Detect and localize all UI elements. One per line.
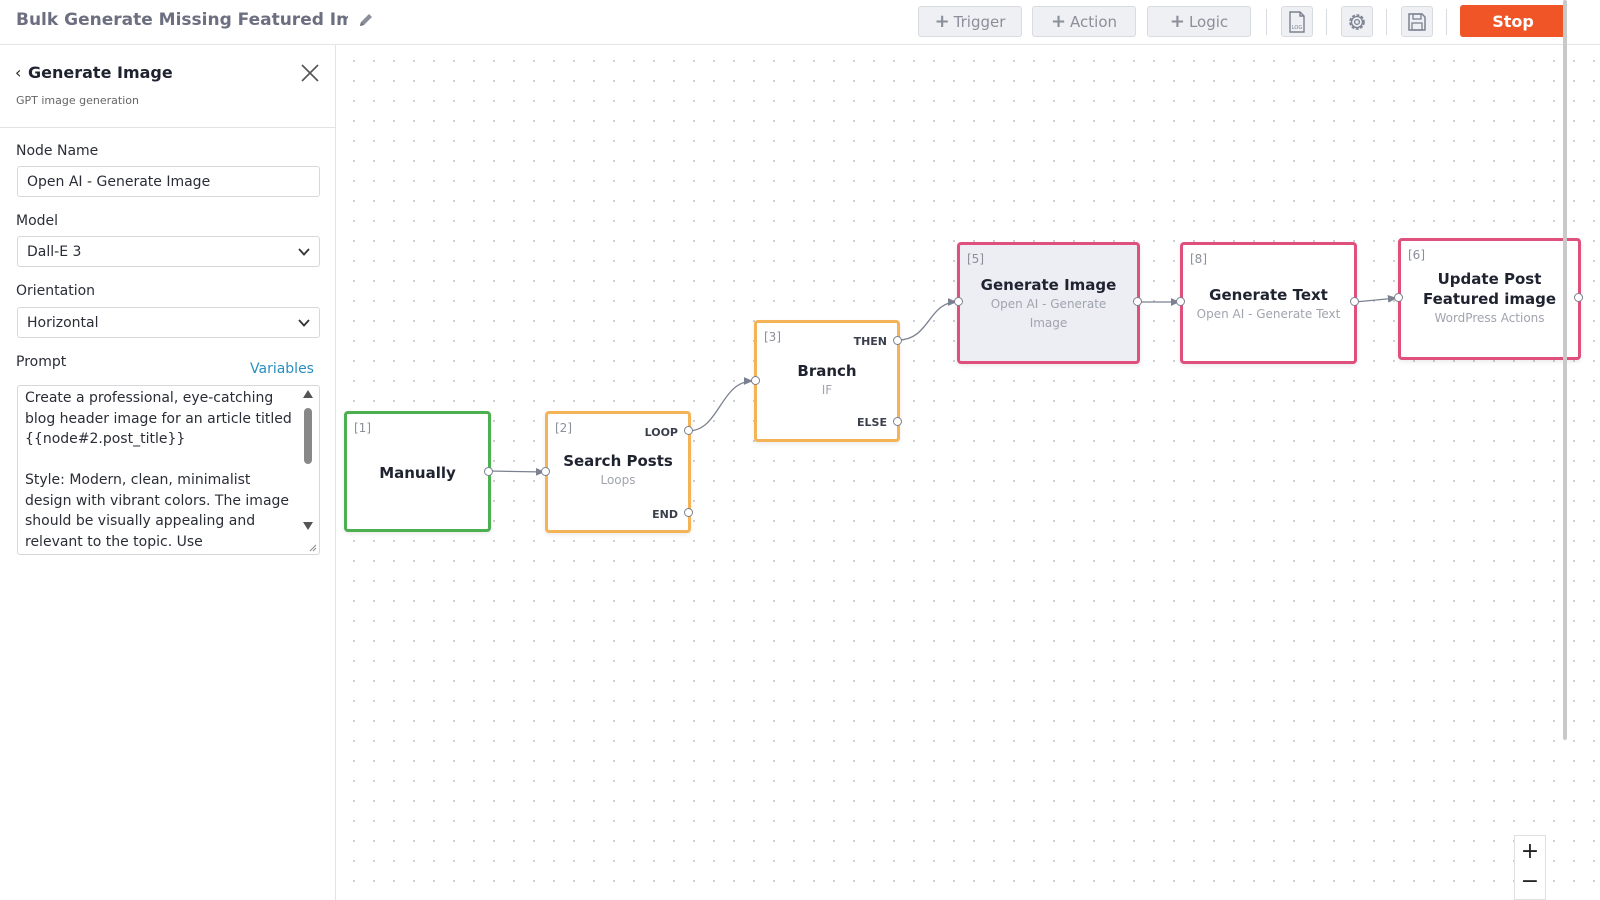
loop-port[interactable]: [684, 426, 693, 435]
add-logic-label: Logic: [1188, 12, 1229, 31]
prompt-text: Create a professional, eye-catching blog…: [25, 390, 292, 550]
prompt-textarea[interactable]: Create a professional, eye-catching blog…: [17, 385, 320, 555]
node-id: [2]: [555, 421, 572, 435]
input-port[interactable]: [541, 467, 550, 476]
workflow-title[interactable]: Bulk Generate Missing Featured Image: [16, 10, 348, 30]
output-port[interactable]: [1350, 297, 1359, 306]
node-title: Generate Image: [980, 276, 1117, 294]
input-port[interactable]: [1176, 297, 1185, 306]
back-chevron-icon[interactable]: ‹: [15, 63, 22, 82]
input-port[interactable]: [954, 297, 963, 306]
chevron-down-icon: [298, 319, 310, 327]
then-port-label: THEN: [853, 335, 887, 348]
node-title: Manually: [379, 464, 456, 482]
input-port[interactable]: [751, 376, 760, 385]
add-trigger-label: Trigger: [953, 12, 1006, 31]
loop-port-label: LOOP: [644, 426, 678, 439]
save-icon: [1408, 12, 1426, 31]
toolbar-divider: [1446, 9, 1447, 35]
panel-subtitle: GPT image generation: [16, 94, 139, 107]
scroll-down-icon[interactable]: [303, 522, 313, 530]
node-settings-panel: ‹ Generate Image GPT image generation No…: [0, 45, 336, 900]
node-id: [1]: [354, 421, 371, 435]
node-id: [3]: [764, 330, 781, 344]
end-port-label: END: [652, 508, 678, 521]
model-select[interactable]: Dall-E 3: [17, 236, 320, 267]
canvas-scrollbar[interactable]: [1563, 0, 1567, 740]
plus-icon: +: [1169, 11, 1185, 32]
add-action-button[interactable]: + Action: [1032, 6, 1136, 37]
add-logic-button[interactable]: + Logic: [1147, 6, 1251, 37]
settings-icon: [1349, 13, 1365, 30]
top-toolbar: Bulk Generate Missing Featured Image + T…: [0, 0, 1600, 45]
stop-button[interactable]: Stop: [1460, 5, 1566, 37]
orientation-label: Orientation: [16, 283, 96, 299]
model-value: Dall-E 3: [27, 243, 82, 260]
node-name-label: Node Name: [16, 143, 99, 159]
prompt-label: Prompt: [16, 354, 67, 370]
node-subtitle: Open AI - Generate Image: [990, 297, 1107, 330]
node-subtitle: WordPress Actions: [1434, 311, 1545, 325]
output-port[interactable]: [1133, 297, 1142, 306]
textarea-scrollbar[interactable]: [303, 390, 313, 530]
toolbar-divider: [1326, 9, 1327, 35]
orientation-select[interactable]: Horizontal: [17, 307, 320, 338]
node-name-input[interactable]: Open AI - Generate Image: [17, 166, 320, 197]
add-trigger-button[interactable]: + Trigger: [918, 6, 1022, 37]
orientation-value: Horizontal: [27, 314, 99, 331]
panel-header: ‹ Generate Image GPT image generation: [0, 45, 336, 128]
scroll-up-icon[interactable]: [303, 390, 313, 398]
log-icon: LOG: [1289, 10, 1305, 33]
end-port[interactable]: [684, 508, 693, 517]
node-title: Generate Text: [1209, 286, 1328, 304]
workflow-node-search-posts[interactable]: [2] LOOP Search Posts Loops END: [545, 411, 691, 533]
chevron-down-icon: [298, 248, 310, 256]
then-port[interactable]: [893, 336, 902, 345]
else-port-label: ELSE: [857, 416, 887, 429]
log-button[interactable]: LOG: [1281, 6, 1313, 37]
workflow-node-generate-image[interactable]: [5] Generate Image Open AI - Generate Im…: [957, 242, 1140, 364]
settings-button[interactable]: [1341, 6, 1373, 37]
node-subtitle: IF: [821, 383, 833, 397]
edit-icon[interactable]: [358, 12, 374, 28]
zoom-out-button[interactable]: −: [1520, 868, 1540, 894]
node-subtitle: Open AI - Generate Text: [1196, 307, 1341, 321]
variables-link[interactable]: Variables: [250, 361, 314, 377]
output-port[interactable]: [1574, 293, 1583, 302]
plus-icon: +: [934, 11, 950, 32]
node-id: [6]: [1408, 248, 1425, 262]
toolbar-divider: [1386, 9, 1387, 35]
node-subtitle: Loops: [600, 473, 636, 487]
model-label: Model: [16, 213, 59, 229]
workflow-node-update-post[interactable]: [6] Update Post Featured image WordPress…: [1398, 238, 1581, 360]
node-id: [5]: [967, 252, 984, 266]
workflow-node-branch[interactable]: [3] THEN Branch IF ELSE: [754, 320, 900, 442]
resize-grip-icon[interactable]: [307, 542, 317, 552]
input-port[interactable]: [1394, 293, 1403, 302]
svg-text:LOG: LOG: [1292, 25, 1303, 31]
node-title: Update Post Featured image: [1422, 270, 1557, 308]
plus-icon: +: [1050, 11, 1067, 32]
workflow-node-manually[interactable]: [1] Manually: [344, 411, 491, 532]
panel-title: Generate Image: [28, 63, 173, 82]
node-id: [8]: [1190, 252, 1207, 266]
zoom-in-button[interactable]: +: [1520, 838, 1540, 864]
node-title: Branch: [797, 362, 857, 380]
close-icon[interactable]: [298, 61, 322, 85]
workflow-canvas[interactable]: [336, 45, 1600, 900]
toolbar-divider: [1266, 9, 1267, 35]
node-title: Search Posts: [563, 452, 673, 470]
output-port[interactable]: [484, 467, 493, 476]
save-button[interactable]: [1401, 6, 1433, 37]
workflow-node-generate-text[interactable]: [8] Generate Text Open AI - Generate Tex…: [1180, 242, 1357, 364]
zoom-controls: + −: [1514, 835, 1546, 900]
scroll-thumb[interactable]: [304, 408, 312, 464]
else-port[interactable]: [893, 417, 902, 426]
add-action-label: Action: [1070, 12, 1118, 31]
